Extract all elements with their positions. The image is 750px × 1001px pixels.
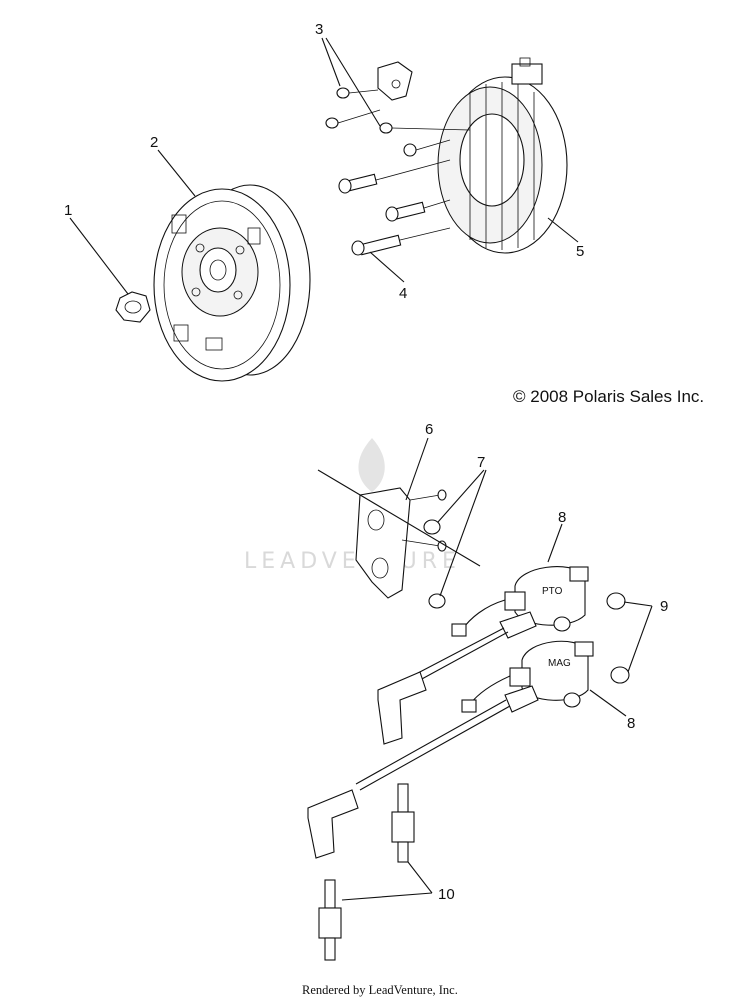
callout-4: 4 (399, 285, 407, 302)
flywheel (153, 184, 311, 382)
callout-8-pto: 8 (558, 509, 566, 526)
callout-3: 3 (315, 21, 323, 38)
pickup-sensor (377, 61, 413, 101)
copyright-text: © 2008 Polaris Sales Inc. (513, 387, 704, 406)
coil-pto-label: PTO (542, 586, 563, 597)
callout-7: 7 (477, 454, 485, 471)
footer-text: Rendered by LeadVenture, Inc. (302, 983, 458, 997)
callout-2: 2 (150, 134, 158, 151)
watermark-text: LEADVENTURE (244, 549, 461, 574)
spark-plug-boots (307, 671, 427, 859)
callout-8-mag: 8 (627, 715, 635, 732)
bracket-bolts (423, 519, 446, 609)
coil-nuts (553, 592, 630, 708)
callout-1: 1 (64, 202, 72, 219)
spark-plugs (318, 783, 415, 961)
callout-9: 9 (660, 598, 668, 615)
coil-mag-label: MAG (548, 658, 571, 669)
flame-icon (358, 438, 385, 492)
ignition-coil-mag: MAG (355, 640, 594, 791)
callout-5: 5 (576, 243, 584, 260)
flywheel-nut (115, 291, 151, 323)
leader-lines-top (69, 37, 579, 295)
callout-6: 6 (425, 421, 433, 438)
sensor-screws (325, 87, 471, 134)
coil-bracket (355, 487, 447, 599)
leader-lines-bottom (317, 437, 653, 901)
callout-10: 10 (438, 886, 455, 903)
stator-bolts (338, 139, 451, 256)
ignition-coil-pto: PTO (415, 566, 589, 681)
watermark: LEADVENTURE (244, 438, 461, 574)
stator (437, 57, 568, 254)
callout-numbers: 1 2 3 4 5 6 7 8 8 9 10 (64, 21, 668, 903)
